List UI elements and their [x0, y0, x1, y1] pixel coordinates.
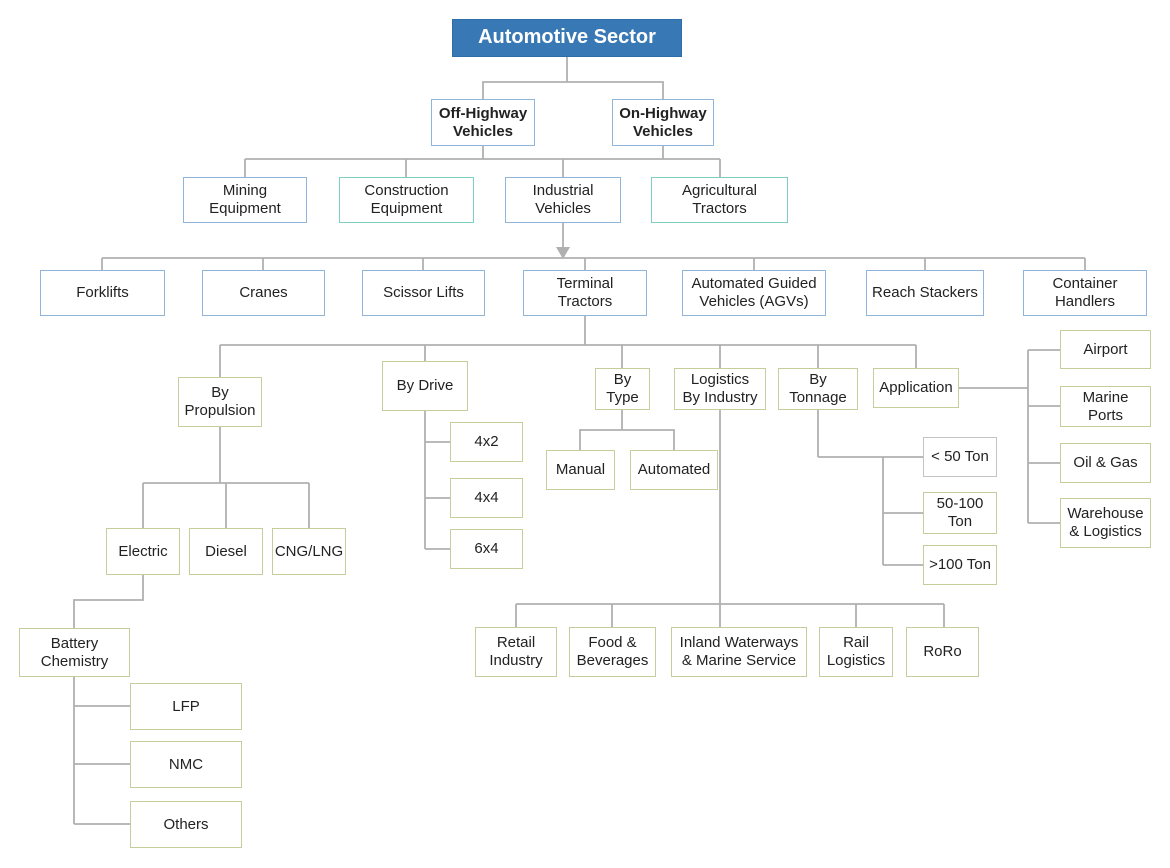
node-by-type: By Type [595, 368, 650, 410]
node-by-propulsion: By Propulsion [178, 377, 262, 427]
node-manual: Manual [546, 450, 615, 490]
node-retail-industry: Retail Industry [475, 627, 557, 677]
node-6x4: 6x4 [450, 529, 523, 569]
node-gt-100-ton: >100 Ton [923, 545, 997, 585]
node-by-tonnage: By Tonnage [778, 368, 858, 410]
node-50-100-ton: 50-100 Ton [923, 492, 997, 534]
node-off-highway-vehicles: Off-Highway Vehicles [431, 99, 535, 146]
node-agricultural-tractors: Agricultural Tractors [651, 177, 788, 223]
node-warehouse-logistics: Warehouse & Logistics [1060, 498, 1151, 548]
node-cng-lng: CNG/LNG [272, 528, 346, 575]
node-scissor-lifts: Scissor Lifts [362, 270, 485, 316]
node-lfp: LFP [130, 683, 242, 730]
node-container-handlers: Container Handlers [1023, 270, 1147, 316]
node-by-drive: By Drive [382, 361, 468, 411]
node-diesel: Diesel [189, 528, 263, 575]
node-inland-waterways-marine-service: Inland Waterways & Marine Service [671, 627, 807, 677]
node-electric: Electric [106, 528, 180, 575]
node-automotive-sector: Automotive Sector [452, 19, 682, 57]
node-airport: Airport [1060, 330, 1151, 369]
node-roro: RoRo [906, 627, 979, 677]
node-4x4: 4x4 [450, 478, 523, 518]
node-forklifts: Forklifts [40, 270, 165, 316]
node-food-beverages: Food & Beverages [569, 627, 656, 677]
node-lt-50-ton: < 50 Ton [923, 437, 997, 477]
node-reach-stackers: Reach Stackers [866, 270, 984, 316]
node-terminal-tractors: Terminal Tractors [523, 270, 647, 316]
node-mining-equipment: Mining Equipment [183, 177, 307, 223]
node-marine-ports: Marine Ports [1060, 386, 1151, 427]
node-logistics-by-industry: Logistics By Industry [674, 368, 766, 410]
node-automated-guided-vehicles: Automated Guided Vehicles (AGVs) [682, 270, 826, 316]
node-battery-chemistry: Battery Chemistry [19, 628, 130, 677]
node-rail-logistics: Rail Logistics [819, 627, 893, 677]
node-application: Application [873, 368, 959, 408]
node-others: Others [130, 801, 242, 848]
node-construction-equipment: Construction Equipment [339, 177, 474, 223]
node-cranes: Cranes [202, 270, 325, 316]
node-oil-gas: Oil & Gas [1060, 443, 1151, 483]
node-nmc: NMC [130, 741, 242, 788]
node-industrial-vehicles: Industrial Vehicles [505, 177, 621, 223]
node-4x2: 4x2 [450, 422, 523, 462]
node-automated: Automated [630, 450, 718, 490]
node-on-highway-vehicles: On-Highway Vehicles [612, 99, 714, 146]
